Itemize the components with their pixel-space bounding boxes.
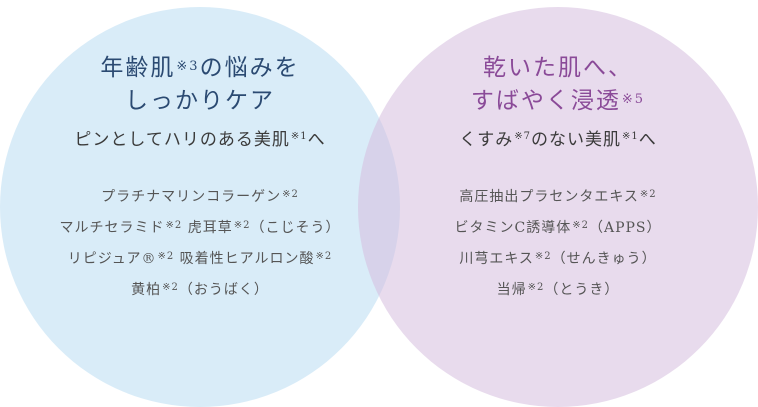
left-sub-end: へ xyxy=(307,130,326,150)
ingredient-item: プラチナマリンコラーゲン※2 xyxy=(101,189,299,205)
ingredient-item: マルチセラミド※2 虎耳草※2（こじそう） xyxy=(59,220,341,236)
right-sub-note1: ※7 xyxy=(514,131,531,142)
left-ingredient-list: プラチナマリンコラーゲン※2 マルチセラミド※2 虎耳草※2（こじそう） リピジ… xyxy=(10,182,390,306)
right-panel: 乾いた肌へ、 すばやく浸透※5 くすみ※7のない美肌※1へ 高圧抽出プラセンタエ… xyxy=(368,0,748,306)
ingredient-item: 黄柏※2（おうばく） xyxy=(131,282,269,298)
right-sub-c: へ xyxy=(638,130,657,150)
left-heading-line2: しっかりケア xyxy=(125,88,275,114)
left-sub-text: ピンとしてハリのある美肌 xyxy=(74,130,290,150)
right-sub-note2: ※1 xyxy=(622,131,639,142)
left-heading-line1-end: の悩みを xyxy=(199,55,300,81)
left-circle xyxy=(0,7,400,407)
left-heading: 年齢肌※3の悩みを しっかりケア xyxy=(10,52,390,118)
ingredient-item: 当帰※2（とうき） xyxy=(496,282,620,298)
right-ingredient-list: 高圧抽出プラセンタエキス※2 ビタミンC誘導体※2（APPS） 川芎エキス※2（… xyxy=(368,182,748,306)
ingredient-item: ビタミンC誘導体※2（APPS） xyxy=(454,220,662,236)
right-heading: 乾いた肌へ、 すばやく浸透※5 xyxy=(368,52,748,118)
left-subheading: ピンとしてハリのある美肌※1へ xyxy=(10,126,390,154)
left-sub-note: ※1 xyxy=(290,131,308,142)
ingredient-item: 高圧抽出プラセンタエキス※2 xyxy=(459,189,657,205)
left-panel: 年齢肌※3の悩みを しっかりケア ピンとしてハリのある美肌※1へ プラチナマリン… xyxy=(10,0,390,306)
ingredient-item: リピジュア®※2 吸着性ヒアルロン酸※2 xyxy=(67,251,333,267)
right-subheading: くすみ※7のない美肌※1へ xyxy=(368,126,748,154)
ingredient-item: 川芎エキス※2（せんきゅう） xyxy=(459,251,657,267)
left-heading-note: ※3 xyxy=(176,59,200,74)
right-sub-b: のない美肌 xyxy=(531,130,621,150)
right-heading-line1: 乾いた肌へ、 xyxy=(483,55,633,81)
right-heading-line2: すばやく浸透 xyxy=(470,88,621,114)
left-heading-line1: 年齢肌 xyxy=(100,55,176,81)
right-heading-note: ※5 xyxy=(621,92,646,107)
right-circle xyxy=(358,7,758,407)
right-sub-a: くすみ xyxy=(459,130,514,150)
